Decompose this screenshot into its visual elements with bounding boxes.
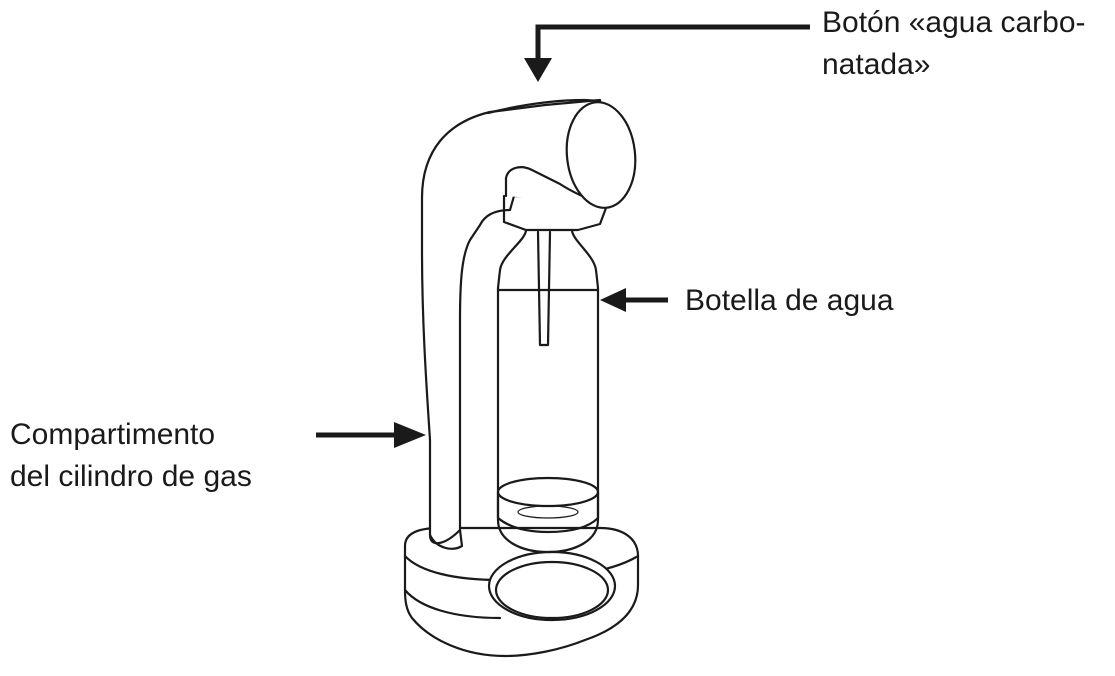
carbonation-button-label-line1: Botón «agua carbo- — [822, 6, 1086, 39]
water-bottle-label: Botella de agua — [685, 280, 894, 322]
gas-cylinder-compartment-label-line2: del cilindro de gas — [10, 460, 252, 493]
gas-cylinder-compartment-label: Compartimento del cilindro de gas — [10, 414, 252, 498]
carbonation-button — [565, 101, 637, 209]
gas-cylinder-compartment-label-line1: Compartimento — [10, 418, 216, 451]
button-callout-line — [535, 24, 810, 62]
drip-tray — [487, 550, 617, 622]
bottle-callout-arrowhead — [600, 288, 626, 312]
soda-maker-illustration — [403, 98, 640, 658]
carbonation-button-label: Botón «agua carbo- natada» — [822, 2, 1086, 86]
carbonation-button-label-line2: natada» — [822, 48, 931, 81]
callouts — [316, 24, 810, 448]
cylinder-callout-arrowhead — [394, 422, 426, 448]
button-callout-arrowhead — [524, 58, 552, 82]
water-bottle — [496, 228, 600, 554]
water-bottle-label-line1: Botella de agua — [685, 284, 894, 317]
